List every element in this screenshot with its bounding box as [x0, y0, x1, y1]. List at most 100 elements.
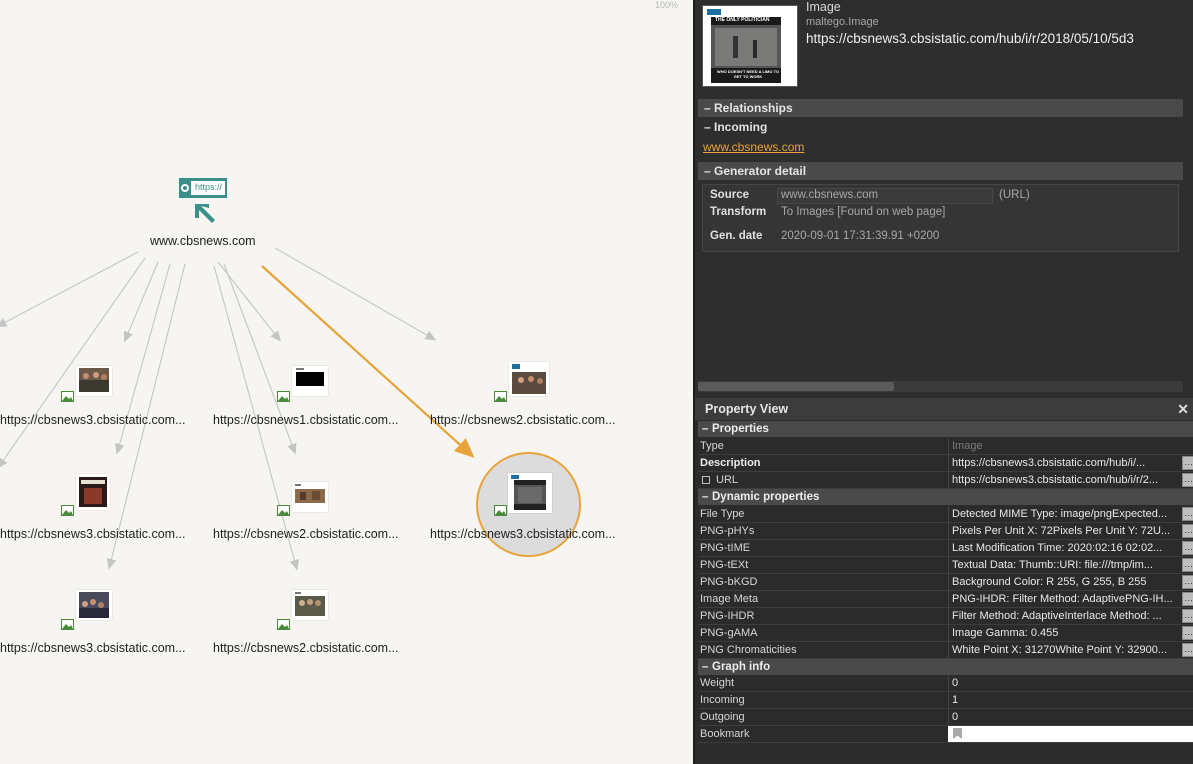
incoming-subsection-header[interactable]: –Incoming [704, 120, 768, 134]
property-row[interactable]: PNG Chromaticities White Point X: 31270Wh… [698, 642, 1193, 659]
property-row[interactable]: File Type Detected MIME Type: image/pngEx… [698, 506, 1193, 523]
preview-caption-top: THE ONLY POLITICIAN [715, 17, 770, 23]
bookmark-field[interactable] [948, 726, 1193, 742]
image-thumbnail[interactable] [76, 366, 112, 396]
image-node-label[interactable]: https://cbsnews2.cbsistatic.com... [213, 641, 399, 655]
property-value[interactable]: https://cbsnews3.cbsistatic.com/hub/i/..… [948, 455, 1178, 471]
property-value[interactable]: White Point X: 31270White Point Y: 32900… [948, 642, 1178, 658]
property-value[interactable]: Filter Method: AdaptiveInterlace Method:… [948, 608, 1178, 624]
edit-ellipsis-button[interactable]: … [1182, 473, 1193, 487]
property-key: Outgoing [700, 709, 946, 725]
property-value[interactable]: PNG-IHDR: Filter Method: AdaptivePNG-IH.… [948, 591, 1178, 607]
property-row[interactable]: PNG-tIME Last Modification Time: 2020:02:… [698, 540, 1193, 557]
property-key: File Type [700, 506, 946, 522]
property-value[interactable]: Pixels Per Unit X: 72Pixels Per Unit Y: … [948, 523, 1178, 539]
graph-info-section-header[interactable]: –Graph info [698, 659, 1193, 675]
property-key: URL [700, 472, 946, 488]
url-badge-text: https:// [195, 182, 223, 192]
property-key: Image Meta [700, 591, 946, 607]
entity-value[interactable]: https://cbsnews3.cbsistatic.com/hub/i/r/… [806, 31, 1134, 46]
property-value[interactable]: Detected MIME Type: image/pngExpected... [948, 506, 1178, 522]
root-node-label[interactable]: www.cbsnews.com [150, 234, 256, 248]
url-entity-node[interactable]: https:// [179, 176, 227, 226]
property-key: PNG-bKGD [700, 574, 946, 590]
property-key: PNG-tEXt [700, 557, 946, 573]
property-value[interactable]: 0 [948, 709, 1178, 725]
image-thumbnail[interactable] [509, 362, 549, 396]
property-value[interactable]: Background Color: R 255, G 255, B 255 [948, 574, 1178, 590]
image-type-icon [277, 505, 290, 516]
image-node-label[interactable]: https://cbsnews3.cbsistatic.com... [0, 413, 186, 427]
section-title: Generator detail [714, 164, 807, 178]
expand-checkbox-icon[interactable] [702, 476, 710, 485]
edit-ellipsis-button[interactable]: … [1182, 507, 1193, 521]
property-value[interactable]: https://cbsnews3.cbsistatic.com/hub/i/r/… [948, 472, 1178, 488]
image-thumbnail[interactable] [292, 482, 328, 512]
image-node-label[interactable]: https://cbsnews3.cbsistatic.com... [0, 527, 186, 541]
property-key: Type [700, 438, 946, 454]
gendate-row: Gen. date 2020-09-01 17:31:39.91 +0200 [703, 228, 1180, 245]
property-value[interactable]: Last Modification Time: 2020:02:16 02:02… [948, 540, 1178, 556]
selected-edge [261, 265, 475, 458]
edit-ellipsis-button[interactable]: … [1182, 558, 1193, 572]
property-value[interactable]: 1 [948, 692, 1178, 708]
property-row[interactable]: Description https://cbsnews3.cbsistatic.c… [698, 455, 1193, 472]
horizontal-scrollbar[interactable] [698, 381, 1183, 392]
transform-row: Transform To Images [Found on web page] [703, 204, 1180, 221]
edit-ellipsis-button[interactable]: … [1182, 456, 1193, 470]
image-node-label[interactable]: https://cbsnews2.cbsistatic.com... [213, 527, 399, 541]
gendate-key: Gen. date [710, 230, 763, 242]
property-key: PNG-pHYs [700, 523, 946, 539]
edit-ellipsis-button[interactable]: … [1182, 541, 1193, 555]
property-key-text: PNG-tIME [700, 542, 751, 554]
image-node-label[interactable]: https://cbsnews3.cbsistatic.com... [430, 527, 616, 541]
image-thumbnail[interactable] [292, 366, 328, 396]
image-thumbnail[interactable] [76, 590, 112, 620]
close-icon[interactable]: ✕ [1177, 401, 1189, 417]
property-value[interactable]: Textual Data: Thumb::URI: file:///tmp/im… [948, 557, 1178, 573]
url-entity-icon [179, 178, 227, 223]
incoming-link[interactable]: www.cbsnews.com [703, 140, 805, 154]
image-node-label[interactable]: https://cbsnews3.cbsistatic.com... [0, 641, 186, 655]
bookmark-icon[interactable] [953, 728, 962, 739]
image-node-label[interactable]: https://cbsnews2.cbsistatic.com... [430, 413, 616, 427]
edit-ellipsis-button[interactable]: … [1182, 609, 1193, 623]
generator-section-header[interactable]: –Generator detail [698, 162, 1183, 180]
property-value[interactable]: Image [948, 438, 1178, 454]
property-key-text: File Type [700, 508, 745, 520]
property-value[interactable]: 0 [948, 675, 1178, 691]
edit-ellipsis-button[interactable]: … [1182, 626, 1193, 640]
image-thumbnail-selected[interactable] [508, 473, 552, 513]
property-value[interactable]: Image Gamma: 0.455 [948, 625, 1178, 641]
scrollbar-thumb[interactable] [698, 382, 894, 391]
edit-ellipsis-button[interactable]: … [1182, 575, 1193, 589]
image-thumbnail[interactable] [76, 474, 110, 510]
properties-section-header[interactable]: –Properties [698, 421, 1193, 437]
edge [213, 265, 300, 571]
dynamic-properties-section-header[interactable]: –Dynamic properties [698, 489, 1193, 505]
property-key-text: PNG Chromaticities [700, 644, 797, 656]
edit-ellipsis-button[interactable]: … [1182, 592, 1193, 606]
relationships-section-header[interactable]: –Relationships [698, 99, 1183, 117]
image-thumbnail[interactable] [292, 590, 328, 620]
image-node-label[interactable]: https://cbsnews1.cbsistatic.com... [213, 413, 399, 427]
selected-node-highlight [476, 452, 581, 557]
property-row[interactable]: PNG-gAMA Image Gamma: 0.455 … [698, 625, 1193, 642]
property-key: Description [700, 455, 946, 471]
edit-ellipsis-button[interactable]: … [1182, 524, 1193, 538]
graph-canvas[interactable]: 100% https:// www.cbsnews.com https://cb… [0, 0, 693, 764]
property-key-text: PNG-gAMA [700, 627, 758, 639]
edit-ellipsis-button[interactable]: … [1182, 643, 1193, 657]
property-key: Incoming [700, 692, 946, 708]
property-key-text: Description [700, 457, 761, 469]
